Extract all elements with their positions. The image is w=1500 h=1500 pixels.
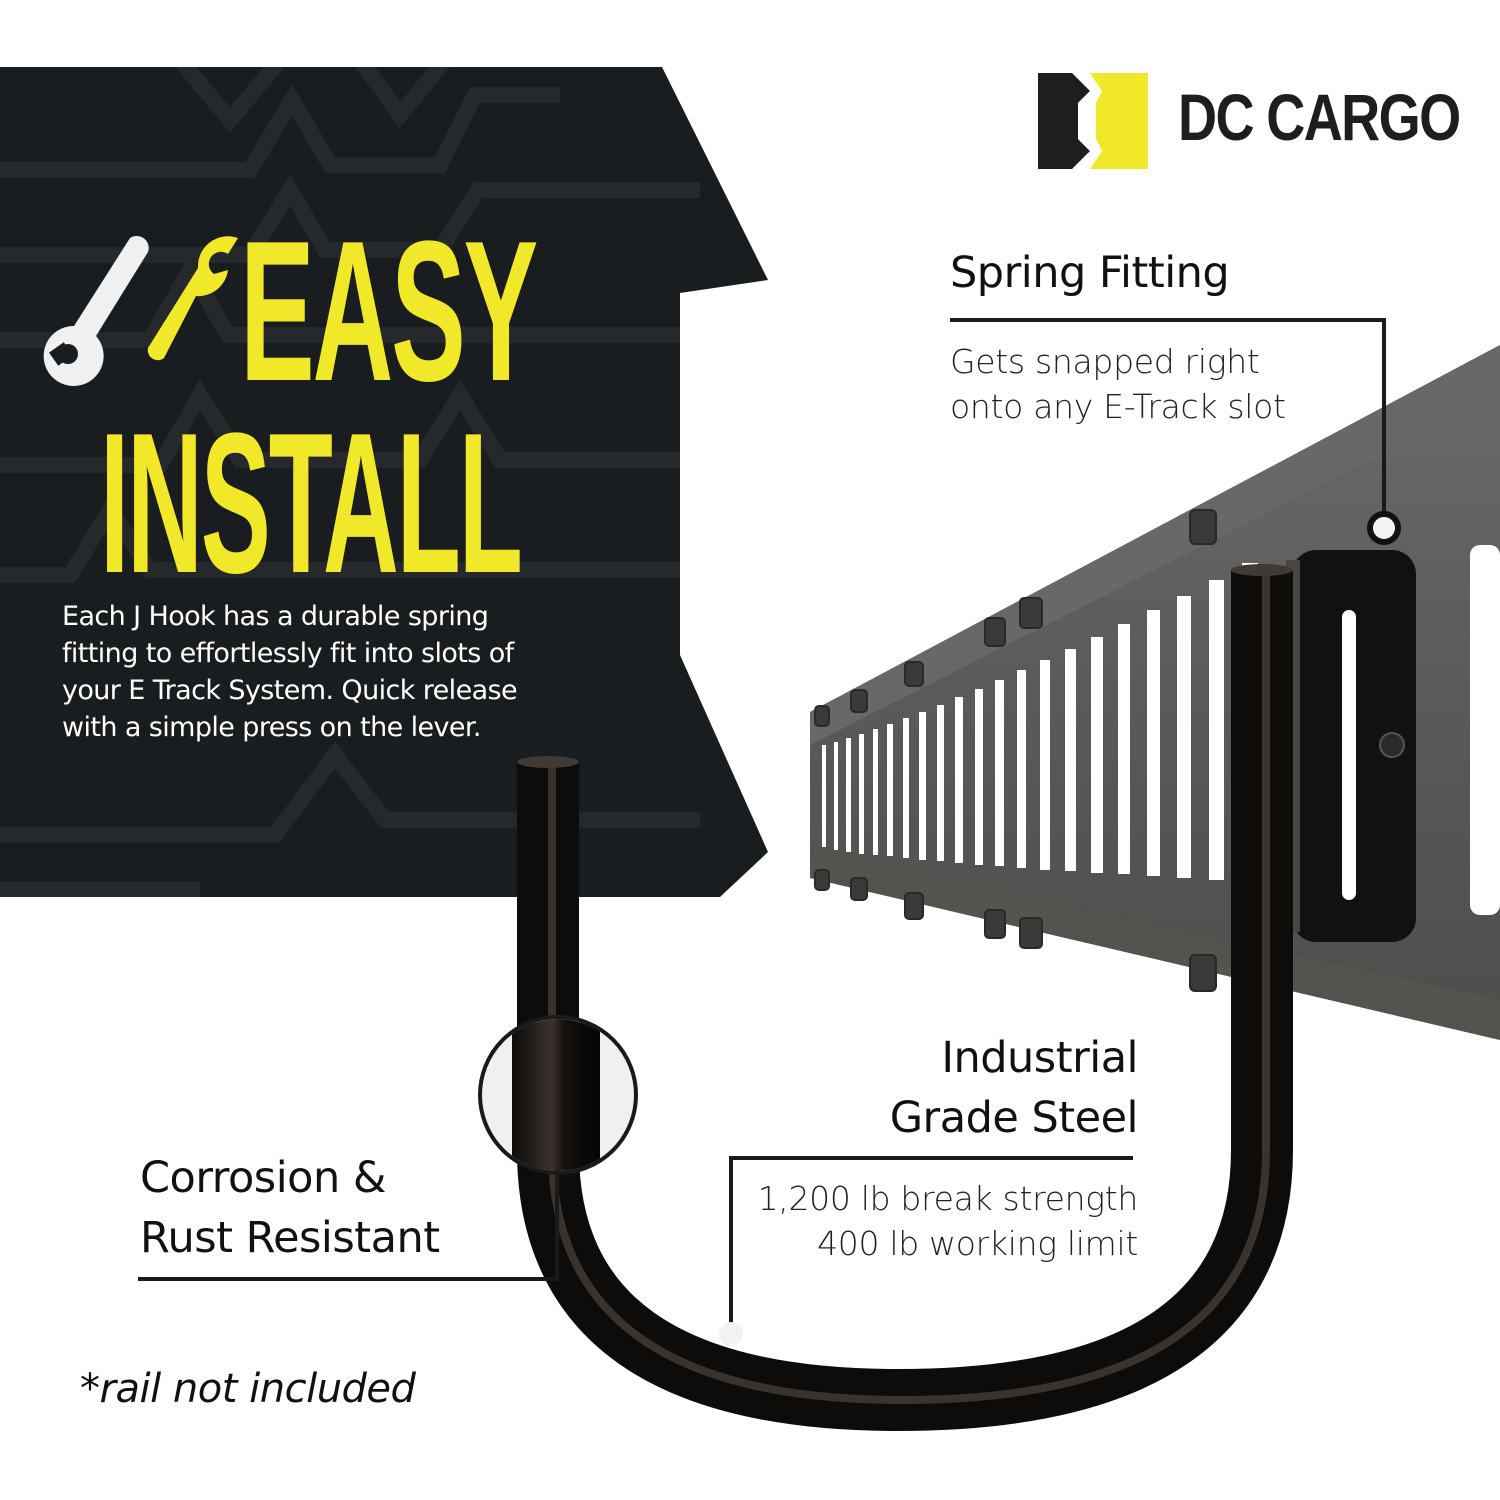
industrial-steel-specs: 1,200 lb break strength 400 lb working l… [757, 1176, 1139, 1266]
industrial-steel-title: Industrial Grade Steel [889, 1028, 1139, 1148]
subtitle-line: Gets snapped right [950, 342, 1260, 381]
wrench-pair-icon [43, 235, 238, 386]
headline-easy: EASY [240, 200, 538, 423]
description-line: with a simple press on the lever. [62, 712, 481, 743]
title-line: Industrial [941, 1033, 1138, 1083]
title-line: Grade Steel [889, 1093, 1139, 1143]
working-limit: 400 lb working limit [817, 1224, 1138, 1263]
headline-install: INSTALL [100, 392, 523, 615]
corrosion-title: Corrosion & Rust Resistant [140, 1148, 440, 1268]
spring-fitting-subtitle: Gets snapped right onto any E-Track slot [950, 339, 1286, 429]
brand-name: DC CARGO [1178, 80, 1461, 154]
footnote: *rail not included [80, 1366, 416, 1412]
description-line: fitting to effortlessly fit into slots o… [62, 638, 514, 669]
title-line: Rust Resistant [140, 1213, 440, 1263]
description-line: Each J Hook has a durable spring [62, 601, 489, 632]
title-line: Corrosion & [140, 1153, 386, 1203]
subtitle-line: onto any E-Track slot [950, 387, 1286, 426]
description-line: your E Track System. Quick release [62, 675, 518, 706]
dc-cargo-logo-icon [1038, 73, 1148, 169]
hero-description: Each J Hook has a durable spring fitting… [62, 598, 622, 746]
spring-fitting-title: Spring Fitting [950, 248, 1230, 298]
break-strength: 1,200 lb break strength [757, 1179, 1139, 1218]
